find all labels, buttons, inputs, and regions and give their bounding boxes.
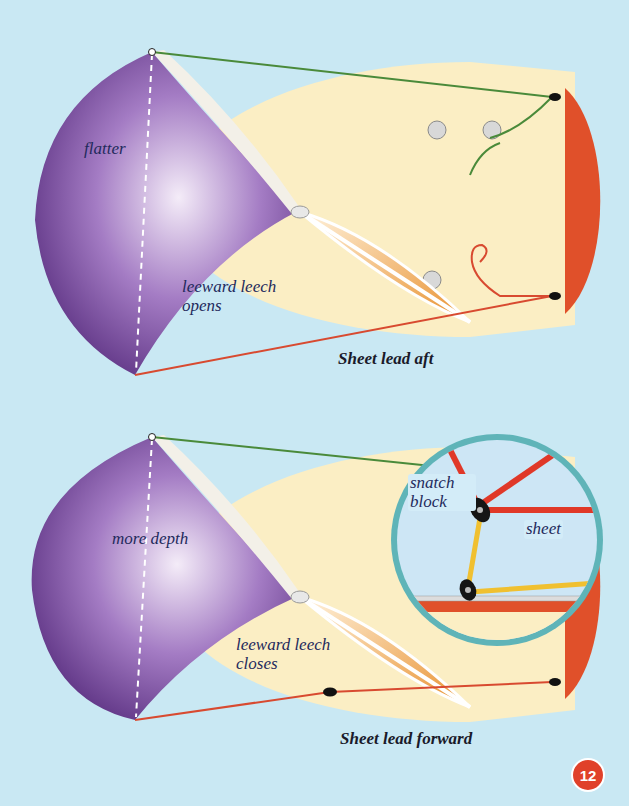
head bbox=[149, 49, 156, 56]
callout-text: 12 bbox=[580, 767, 597, 784]
callout-number: 12 bbox=[571, 758, 605, 792]
part-label: snatch block bbox=[408, 474, 476, 511]
stern bbox=[565, 88, 600, 314]
bottom-panel bbox=[32, 430, 610, 722]
mast bbox=[291, 591, 309, 603]
pole bbox=[152, 435, 300, 599]
head bbox=[149, 434, 156, 441]
panel-caption: Sheet lead forward bbox=[340, 730, 472, 749]
snatch-block bbox=[323, 688, 337, 697]
leech-label: leeward leech closes bbox=[236, 636, 360, 673]
sail-shape-label: more depth bbox=[112, 530, 188, 549]
block bbox=[549, 678, 561, 686]
mast bbox=[291, 206, 309, 218]
top-panel bbox=[35, 49, 600, 376]
centre-line bbox=[136, 439, 152, 717]
mainsail bbox=[300, 212, 470, 322]
spinnaker bbox=[35, 52, 296, 375]
spinnaker bbox=[32, 437, 296, 720]
centre-line bbox=[136, 54, 152, 372]
guy bbox=[152, 52, 552, 97]
panel-caption: Sheet lead aft bbox=[338, 350, 433, 369]
block bbox=[549, 292, 561, 300]
sheet-line bbox=[135, 692, 330, 720]
part-label: sheet bbox=[524, 520, 563, 539]
sail-shape-label: flatter bbox=[84, 140, 126, 159]
sheet-tail bbox=[472, 245, 552, 296]
boom bbox=[300, 212, 470, 322]
leech-label: leeward leech opens bbox=[182, 278, 300, 315]
guy-tail bbox=[470, 97, 552, 175]
lens-content bbox=[390, 430, 610, 652]
block bbox=[549, 93, 561, 101]
pole bbox=[152, 50, 300, 214]
winch bbox=[428, 121, 446, 139]
sheet-line bbox=[330, 682, 552, 692]
